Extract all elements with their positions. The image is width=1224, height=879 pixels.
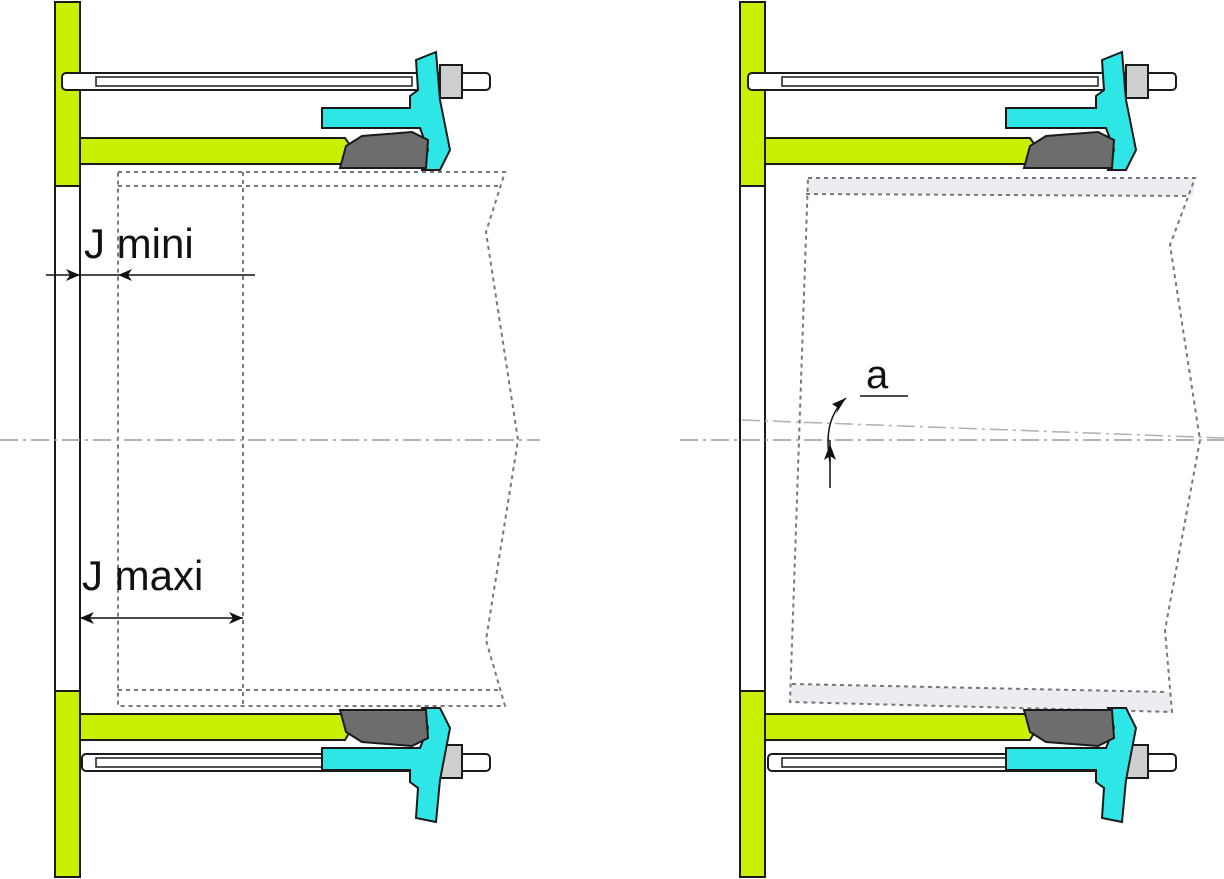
right-wall-plate-bottom <box>739 690 766 878</box>
angle-arrow-top <box>832 398 846 414</box>
left-bottom-gland <box>321 707 452 824</box>
right-bottom-gland <box>1005 707 1138 824</box>
right-top-bolt-hole <box>781 76 1099 87</box>
j-mini-arrow-left <box>66 269 80 281</box>
j-maxi-arrow-right <box>229 612 243 624</box>
right-top-nut <box>1125 64 1149 99</box>
angle-label: a <box>866 353 889 397</box>
right-top-flange-arm <box>764 137 1039 165</box>
right-bottom-gasket <box>1022 709 1116 748</box>
left-bottom-gasket <box>338 709 430 748</box>
right-pipe-fill-bottom <box>790 684 1172 712</box>
angle-arrow-bottom <box>824 444 836 460</box>
left-wall-plate-top <box>54 1 81 187</box>
j-mini-arrow-right <box>118 269 132 281</box>
left-top-flange-arm <box>79 137 354 165</box>
j-mini-label: J mini <box>84 220 194 267</box>
right-pipe-outline <box>788 177 1202 714</box>
right-pipe-inner-top <box>805 193 1191 197</box>
right-bottom-flange-arm <box>764 713 1039 741</box>
right-wall-plate-middle <box>739 185 766 692</box>
left-bottom-flange-arm <box>79 713 354 741</box>
left-top-nut <box>439 64 463 99</box>
left-wall-plate-bottom <box>54 690 81 878</box>
right-deflected-axis <box>741 419 1224 439</box>
j-maxi-arrow-left <box>80 612 94 624</box>
j-maxi-label: J maxi <box>82 552 203 599</box>
left-wall-plate-middle <box>54 185 81 692</box>
left-pipe-outline <box>117 171 520 707</box>
left-view: J mini J maxi <box>0 1 540 878</box>
right-pipe-fill-top <box>806 178 1195 196</box>
left-top-gasket <box>338 130 430 169</box>
right-wall-plate-top <box>739 1 766 187</box>
right-view: a <box>680 1 1224 878</box>
right-top-gasket <box>1022 130 1116 169</box>
left-top-bolt-hole <box>95 76 413 87</box>
right-pipe-inner-bottom <box>791 683 1169 693</box>
